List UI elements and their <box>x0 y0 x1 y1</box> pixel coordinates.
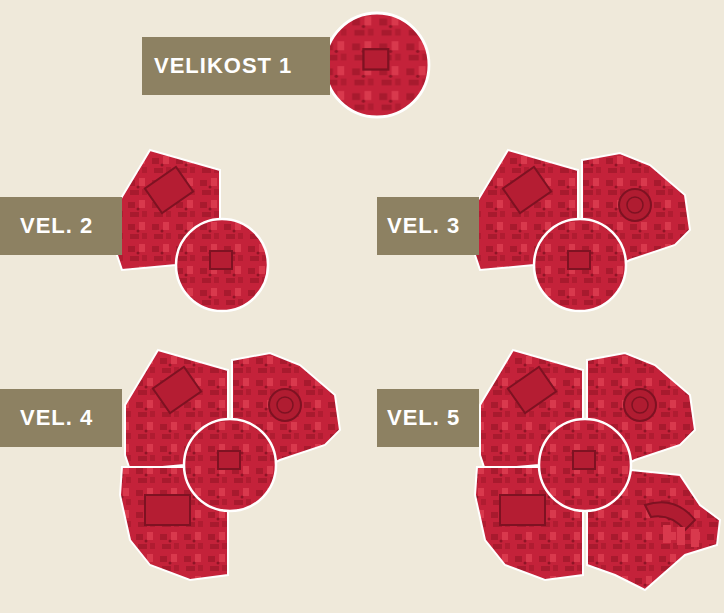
size-banner: VEL. 4 <box>0 389 122 447</box>
size-banner: VEL. 5 <box>377 389 479 447</box>
size-label: VEL. 4 <box>20 405 93 431</box>
size-label: VEL. 5 <box>387 405 460 431</box>
size-label: VELIKOST 1 <box>154 53 292 79</box>
size-banner: VELIKOST 1 <box>142 37 330 95</box>
size-banner: VEL. 3 <box>377 197 479 255</box>
size-banner: VEL. 2 <box>0 197 122 255</box>
size-label: VEL. 2 <box>20 213 93 239</box>
size-label: VEL. 3 <box>387 213 460 239</box>
